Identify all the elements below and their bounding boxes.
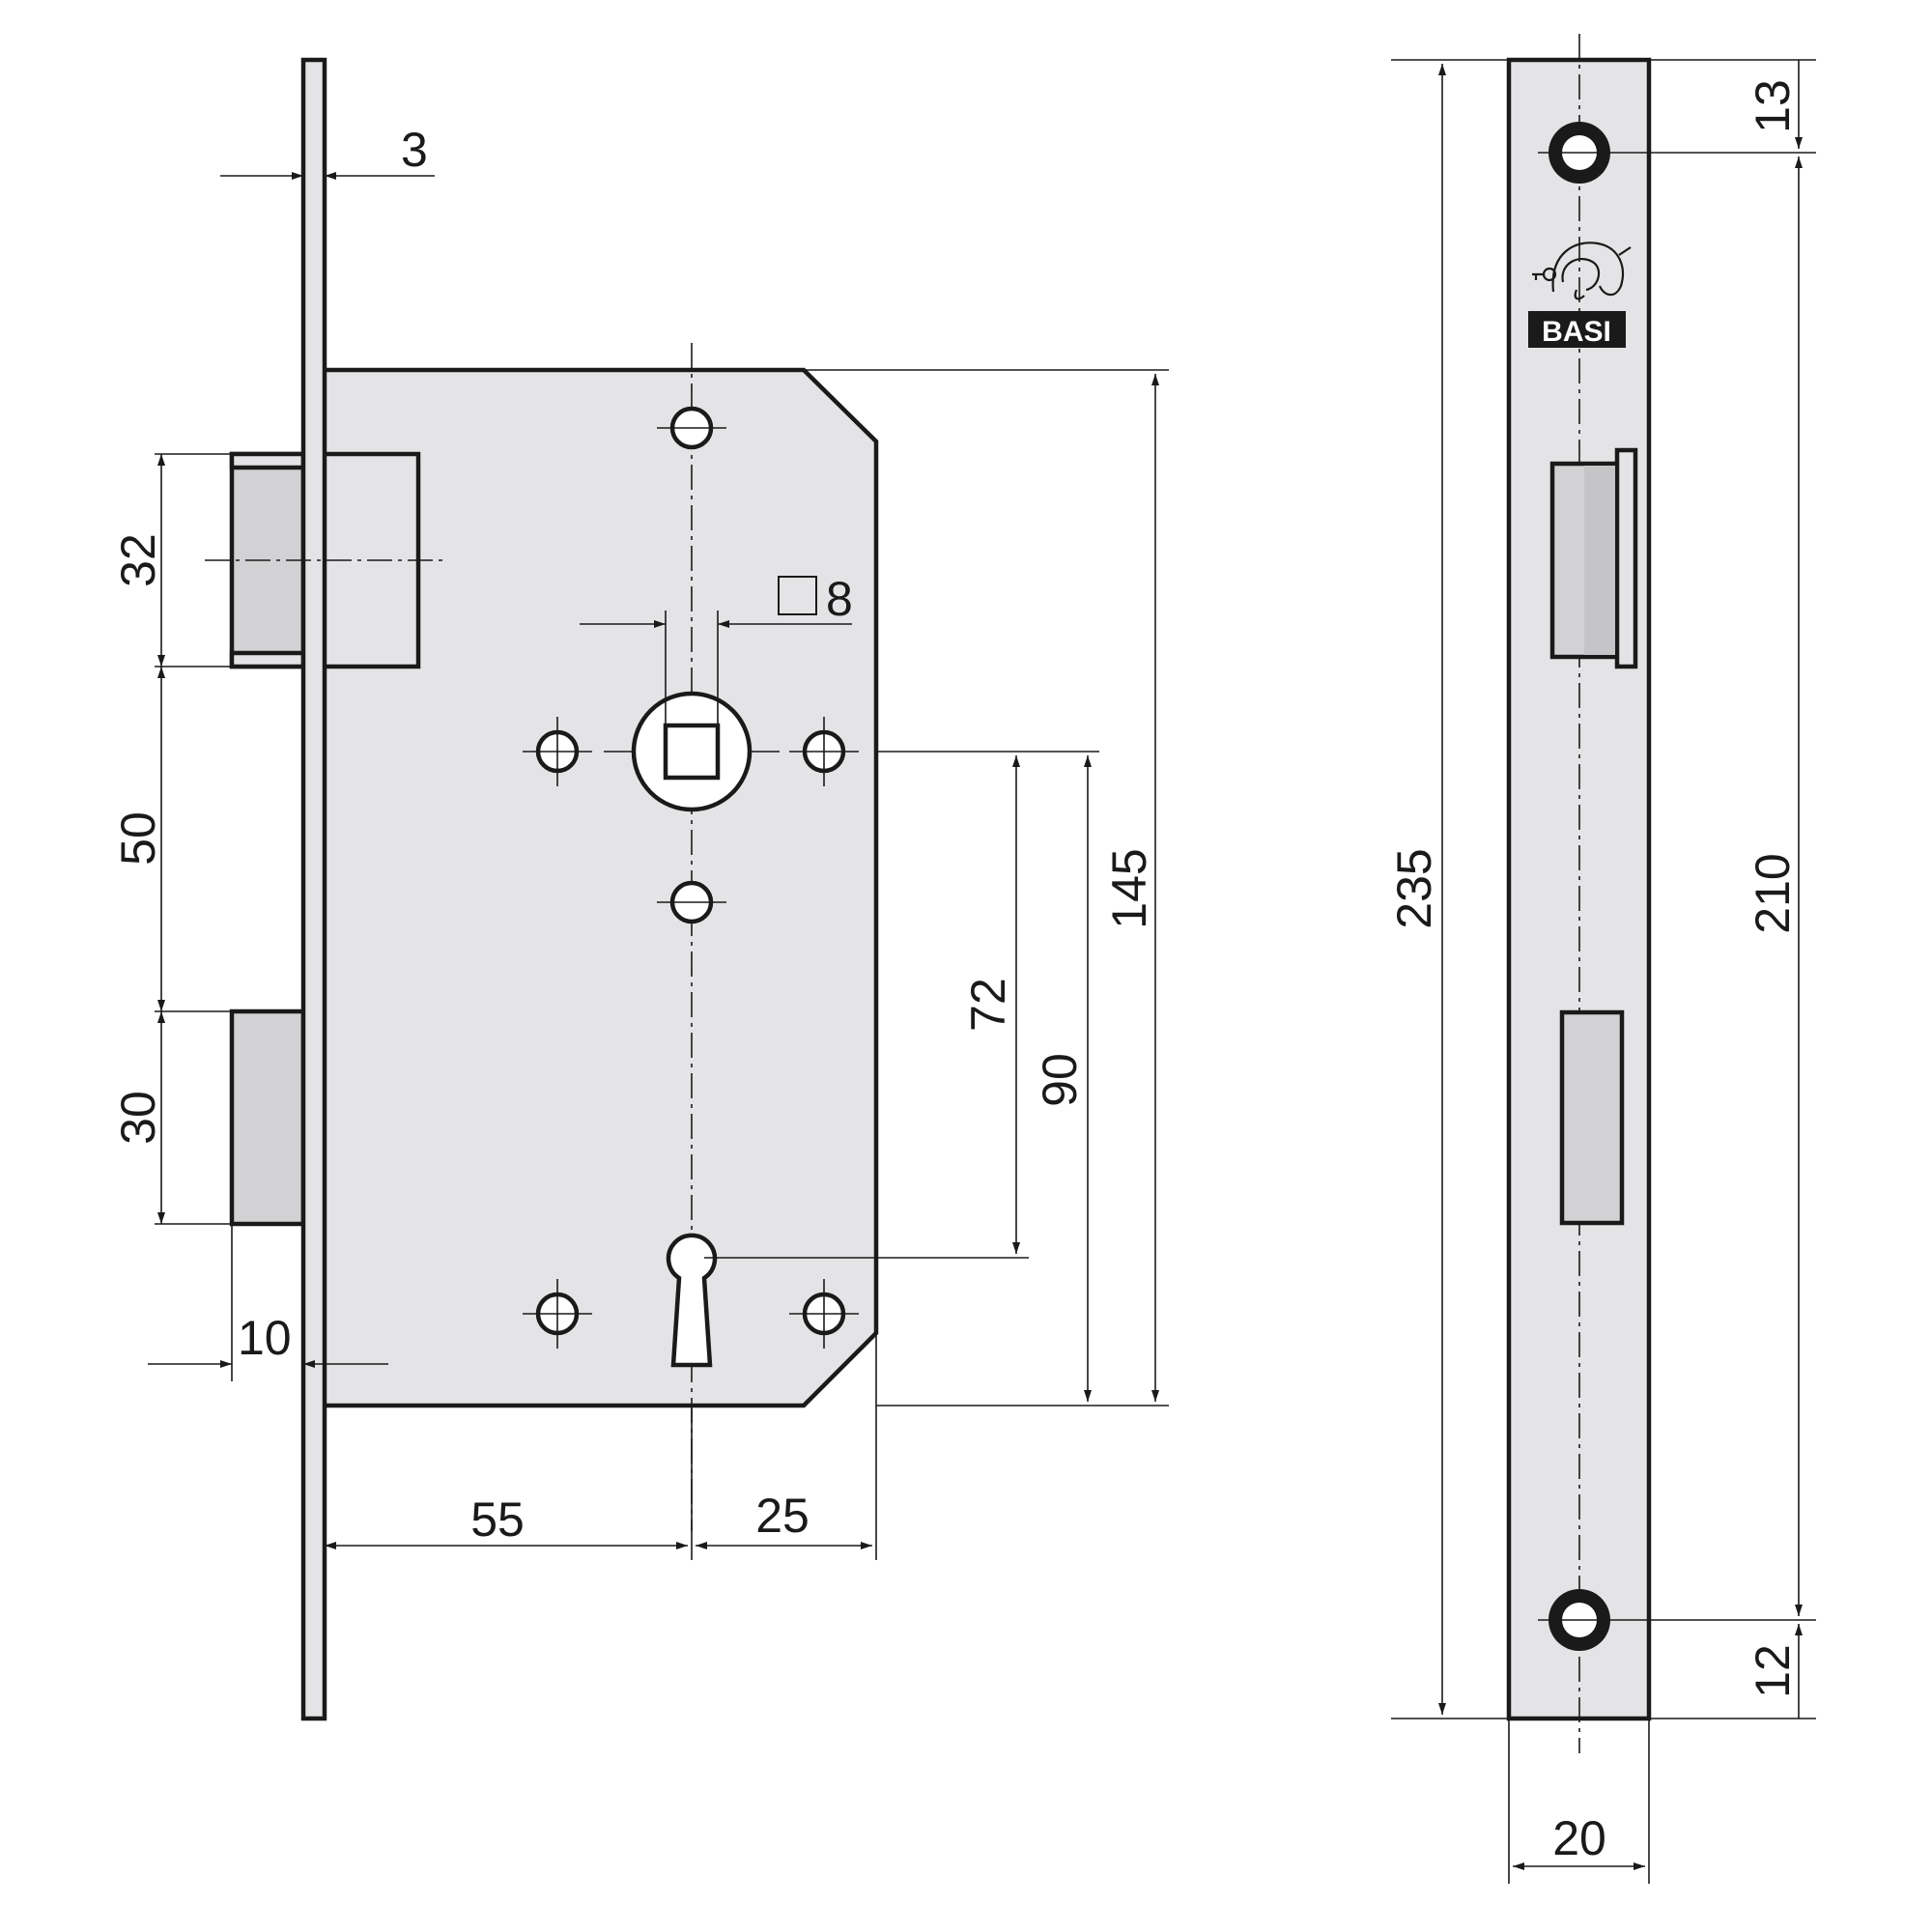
brand-name: BASI (1542, 316, 1611, 348)
dim-bolt-throw: 10 (238, 1311, 292, 1365)
dim-handle-to-bottom: 90 (1033, 1053, 1087, 1107)
brand-badge (1528, 311, 1626, 348)
faceplate-edge (300, 57, 327, 1721)
dim-spindle-square: 8 (826, 572, 853, 626)
dim-faceplate-width: 20 (1552, 1811, 1606, 1865)
dead-bolt (229, 1009, 306, 1227)
dim-latch-to-bolt: 50 (111, 811, 165, 866)
keyhole (666, 1233, 718, 1368)
dim-screw-spacing: 210 (1746, 853, 1800, 933)
dim-backset: 55 (470, 1492, 525, 1547)
latch-bolt-collar-bottom (229, 650, 306, 669)
latch-opening-frame (1614, 447, 1638, 669)
dim-handle-to-key: 72 (961, 978, 1015, 1032)
dim-bolt-height: 30 (111, 1091, 165, 1145)
dim-faceplate-length: 235 (1387, 848, 1441, 928)
front-view-dimensions: 3 32 50 30 10 (111, 123, 1169, 1560)
dim-faceplate-thickness: 3 (401, 123, 428, 177)
bolt-opening (1559, 1009, 1625, 1226)
elephant-with-key-icon (1532, 242, 1632, 300)
lock-front-view (205, 57, 879, 1721)
dim-case-height: 145 (1102, 848, 1156, 928)
dim-latch-height: 32 (111, 533, 165, 587)
side-view-dimensions: 235 13 210 12 20 (1387, 59, 1816, 1884)
dim-body-right: 25 (755, 1489, 810, 1543)
latch-opening-shadow (1584, 466, 1615, 655)
spindle-square-hole (663, 723, 721, 781)
faceplate-side-view: BASI (1506, 34, 1652, 1753)
latch-bolt-collar (229, 451, 306, 470)
dim-bottom-screw-offset: 12 (1746, 1644, 1800, 1698)
square-symbol-icon (778, 576, 817, 615)
dim-top-screw-offset: 13 (1746, 79, 1800, 133)
